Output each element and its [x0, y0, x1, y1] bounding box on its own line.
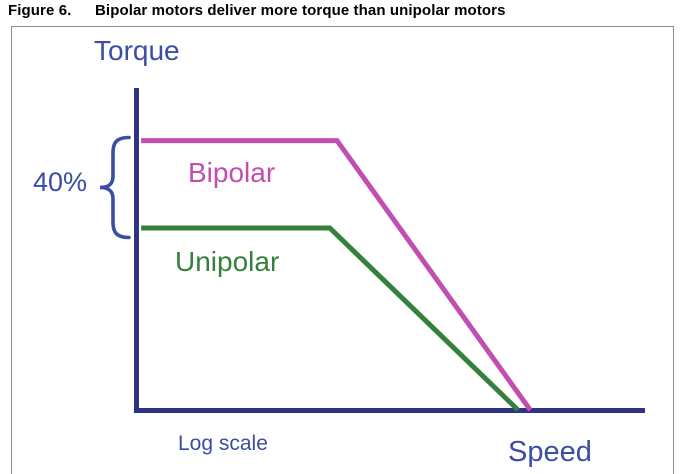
x-axis-label: Speed: [508, 436, 592, 468]
figure-number-label: Figure 6.: [8, 2, 72, 19]
bipolar-series-label: Bipolar: [188, 157, 276, 188]
log-scale-note: Log scale: [178, 432, 268, 455]
y-axis-label: Torque: [94, 35, 180, 66]
figure-title: Bipolar motors deliver more torque than …: [95, 2, 506, 19]
unipolar-series-label: Unipolar: [175, 246, 280, 277]
difference-annotation: 40%: [33, 167, 88, 197]
figure-caption: Figure 6. Bipolar motors deliver more to…: [8, 2, 684, 24]
figure-frame: [11, 26, 674, 474]
